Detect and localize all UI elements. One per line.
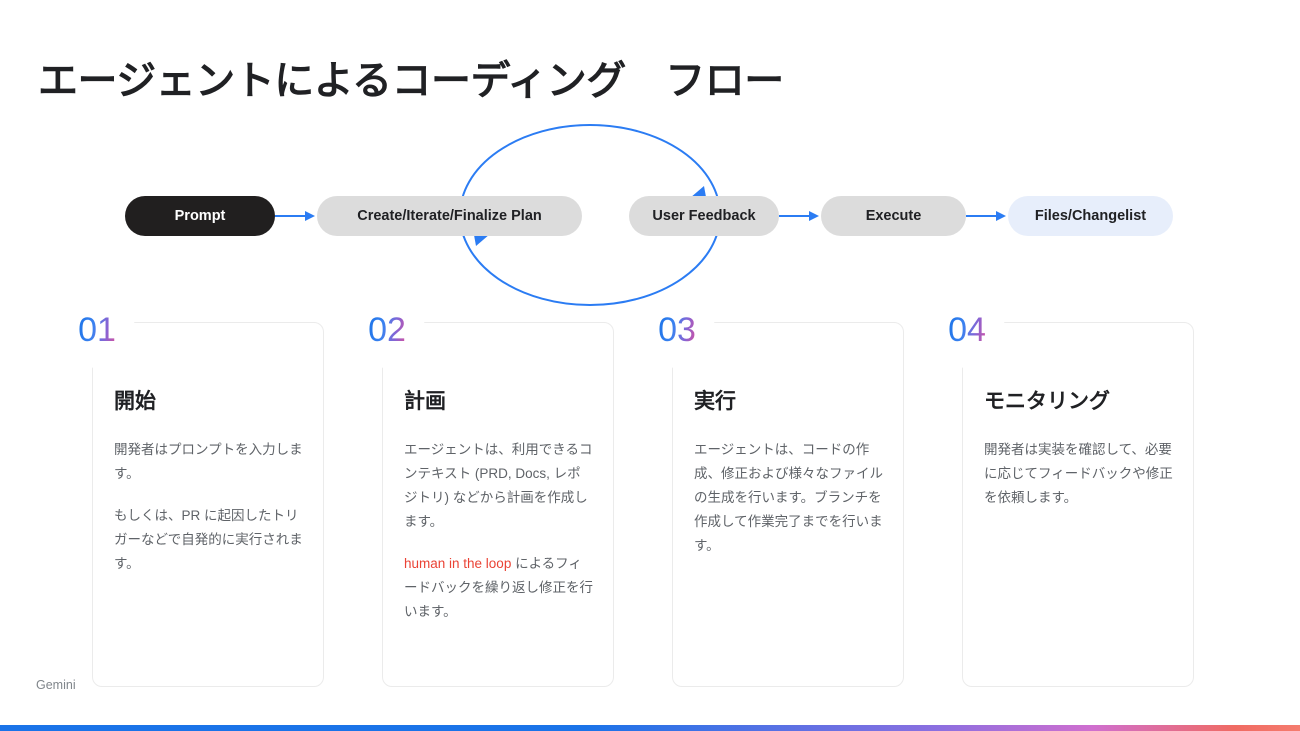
flow-step-label: User Feedback <box>652 208 756 224</box>
card-body: 開発者はプロンプトを入力します。 もしくは、PR に起因したトリガーなどで自発的… <box>114 438 304 576</box>
flow-step-label: Files/Changelist <box>1034 208 1147 224</box>
card-surface <box>962 322 1194 687</box>
card-paragraph: 開発者は実装を確認して、必要に応じてフィードバックや修正を依頼します。 <box>984 442 1173 506</box>
arrow-feedback-to-execute <box>779 210 821 222</box>
flow-step-label: Create/Iterate/Finalize Plan <box>357 208 542 224</box>
card-heading: 開始 <box>114 390 156 413</box>
card-body: エージェントは、コードの作成、修正および様々なファイルの生成を行います。ブランチ… <box>694 438 884 558</box>
card-body: エージェントは、利用できるコンテキスト (PRD, Docs, レポジトリ) な… <box>404 438 594 624</box>
step-card-04[interactable]: 04 モニタリング 開発者は実装を確認して、必要に応じてフィードバックや修正を依… <box>929 292 1194 687</box>
card-paragraph: もしくは、PR に起因したトリガーなどで自発的に実行されます。 <box>114 508 303 572</box>
card-paragraph: 開発者はプロンプトを入力します。 <box>114 442 303 482</box>
flow-step-create-iterate-finalize-plan[interactable]: Create/Iterate/Finalize Plan <box>317 196 582 236</box>
card-paragraph: エージェントは、利用できるコンテキスト (PRD, Docs, レポジトリ) な… <box>404 442 593 530</box>
inline-highlight: human in the loop <box>404 556 512 572</box>
card-heading: 実行 <box>694 390 736 413</box>
flow-step-execute[interactable]: Execute <box>821 196 966 236</box>
arrow-prompt-to-plan <box>275 210 317 222</box>
card-surface <box>92 322 324 687</box>
brand-label: Gemini <box>36 678 76 692</box>
step-card-02[interactable]: 02 計画 エージェントは、利用できるコンテキスト (PRD, Docs, レポ… <box>349 292 614 687</box>
card-paragraph-highlighted: human in the loop によるフィードバックを繰り返し修正を行います… <box>404 552 594 624</box>
step-number: 04 <box>948 310 986 349</box>
step-number-badge: 03 <box>639 292 715 368</box>
flow-diagram: Prompt Create/Iterate/Finalize Plan User… <box>125 195 1185 237</box>
card-surface <box>672 322 904 687</box>
step-cards: 01 開始 開発者はプロンプトを入力します。 もしくは、PR に起因したトリガー… <box>59 292 1214 687</box>
flow-step-user-feedback[interactable]: User Feedback <box>629 196 779 236</box>
inline-rest: によるフィードバックを繰り返し修正を行います。 <box>404 556 593 620</box>
arrow-execute-to-files <box>966 210 1008 222</box>
card-paragraph: エージェントは、コードの作成、修正および様々なファイルの生成を行います。ブランチ… <box>694 442 883 554</box>
flow-step-label: Prompt <box>174 208 226 224</box>
flow-step-prompt[interactable]: Prompt <box>125 196 275 236</box>
step-number: 03 <box>658 310 696 349</box>
card-body: 開発者は実装を確認して、必要に応じてフィードバックや修正を依頼します。 <box>984 438 1174 510</box>
step-card-01[interactable]: 01 開始 開発者はプロンプトを入力します。 もしくは、PR に起因したトリガー… <box>59 292 324 687</box>
step-number: 01 <box>78 310 116 349</box>
step-card-03[interactable]: 03 実行 エージェントは、コードの作成、修正および様々なファイルの生成を行いま… <box>639 292 904 687</box>
step-number: 02 <box>368 310 406 349</box>
step-number-badge: 01 <box>59 292 135 368</box>
bottom-gradient-bar <box>0 725 1300 731</box>
card-heading: モニタリング <box>984 390 1110 413</box>
card-surface <box>382 322 614 687</box>
page-title: エージェントによるコーディング フロー <box>38 59 784 103</box>
flow-step-files-changelist[interactable]: Files/Changelist <box>1008 196 1173 236</box>
flow-step-label: Execute <box>865 208 922 224</box>
card-heading: 計画 <box>404 390 446 413</box>
step-number-badge: 04 <box>929 292 1005 368</box>
step-number-badge: 02 <box>349 292 425 368</box>
